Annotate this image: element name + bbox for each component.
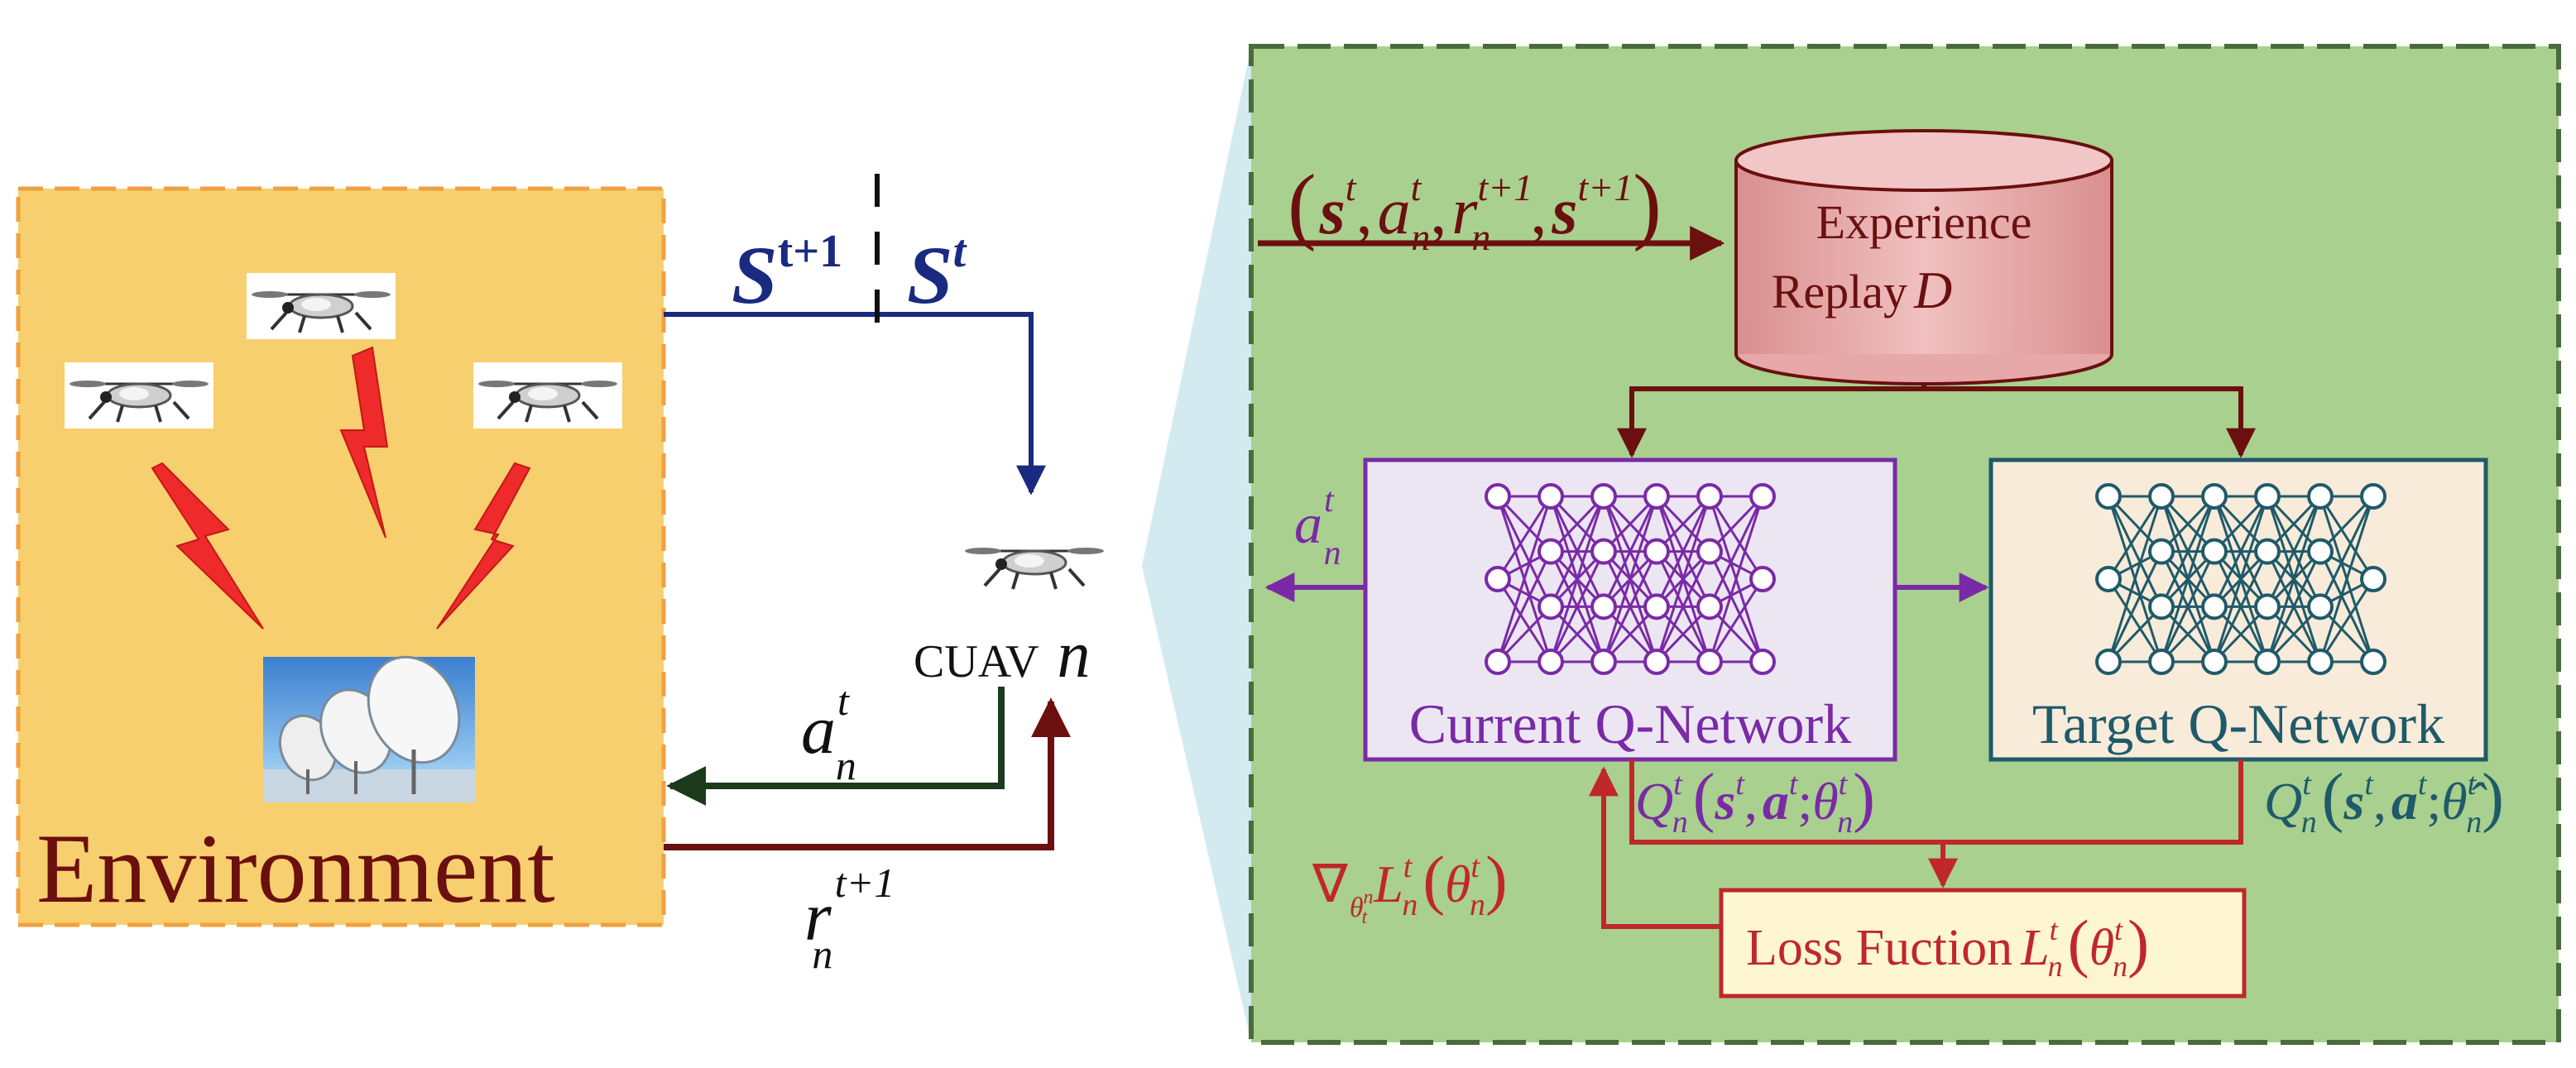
state-flow: St+1 St: [664, 174, 1046, 496]
drone-icon-left: [63, 361, 215, 430]
environment-label: Environment: [36, 813, 555, 923]
state-curr-label: St: [907, 226, 967, 321]
current-network: Current Q-Network: [1363, 457, 1897, 762]
environment-block: Environment: [16, 186, 666, 927]
state-next-label: St+1: [732, 226, 842, 321]
zoom-cone: [1142, 46, 1251, 1042]
loss-function-box: [1719, 888, 2247, 999]
drone-icon-top: [245, 271, 397, 341]
cuav-drone-icon: [958, 528, 1111, 597]
replay-line1: Experience: [1816, 195, 2032, 249]
lightning-icon-right: [436, 462, 531, 630]
current-network-box: [1363, 457, 1897, 762]
target-network: Target Q-Network: [1988, 457, 2488, 762]
current-network-label: Current Q-Network: [1409, 692, 1851, 755]
lightning-icon-left: [151, 462, 264, 630]
target-network-label: Target Q-Network: [2032, 692, 2444, 755]
drone-icon-right: [472, 361, 624, 430]
neural-net-icon: [1485, 483, 1776, 675]
lightning-icon-center: [339, 346, 389, 539]
satellite-dish-icon: [263, 655, 475, 802]
neural-net-icon: [2095, 483, 2387, 675]
